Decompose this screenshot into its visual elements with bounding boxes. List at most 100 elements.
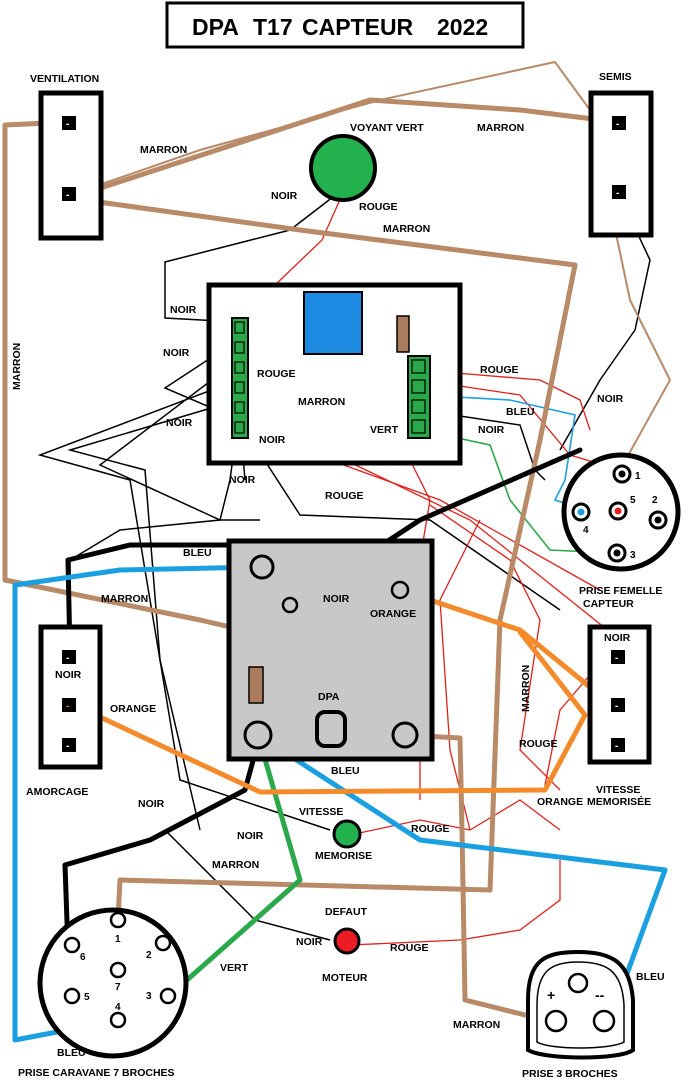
svg-text:-: - — [66, 701, 69, 712]
wire-orange-amorcage — [67, 629, 588, 795]
label-noir-3: NOIR — [163, 347, 190, 359]
wire-labels: MARRON MARRON MARRON MARRON MARRON MARRO… — [11, 122, 665, 1059]
vitesse-memorisee-switch: - - - VITESSE MEMORISÉE — [587, 624, 652, 808]
label-vitesse-memorisee-1: VITESSE — [596, 784, 640, 796]
label-marron-5: MARRON — [101, 593, 148, 605]
label-prise-caravane: PRISE CARAVANE 7 BROCHES — [18, 1067, 175, 1079]
label-noir-6: NOIR — [229, 474, 256, 486]
wire-bleu-prise3 — [255, 732, 668, 1023]
label-vert-1: VERT — [370, 424, 399, 436]
wire-noir-6 — [244, 429, 561, 611]
label-orange-3: ORANGE — [537, 796, 583, 808]
label-rouge-2: ROUGE — [257, 368, 296, 380]
wire-marron-main — [67, 97, 621, 201]
semis-switch: - - SEMIS — [588, 71, 654, 238]
label-noir-11: NOIR — [604, 632, 631, 644]
capteur-pin-4: 4 — [583, 525, 589, 536]
left-terminal-strip — [231, 317, 249, 439]
label-noir-1: NOIR — [271, 190, 298, 202]
label-noir-2: NOIR — [170, 304, 197, 316]
svg-text:-: - — [615, 653, 618, 664]
label-rouge-5: ROUGE — [519, 738, 558, 750]
title-box: DPA T17 CAPTEUR 2022 — [165, 1, 525, 49]
label-bleu-3: BLEU — [331, 765, 360, 777]
title-year: 2022 — [437, 14, 488, 40]
label-voyant-vert: VOYANT VERT — [350, 122, 424, 134]
caravane-pin-1: 1 — [115, 934, 121, 945]
label-noir-14: NOIR — [296, 936, 323, 948]
caravane-pin-6: 6 — [80, 952, 86, 963]
wire-rouge-4 — [419, 369, 591, 431]
label-noir-10: NOIR — [55, 669, 82, 681]
vitesse-memorise-led: VITESSE MEMORISE — [299, 806, 372, 862]
label-noir-9: NOIR — [323, 593, 350, 605]
label-rouge-1: ROUGE — [359, 201, 398, 213]
right-terminal-strip — [407, 355, 431, 439]
label-rouge-3: ROUGE — [480, 364, 519, 376]
wire-noir-caravane — [62, 732, 263, 953]
label-noir-13: NOIR — [237, 830, 264, 842]
prise-femelle-capteur: 1 2 3 4 5 PRISE FEMELLE CAPTEUR — [561, 452, 681, 610]
svg-text:-: - — [615, 701, 618, 712]
svg-text:-: - — [66, 119, 69, 130]
label-marron-7: MARRON — [453, 1019, 500, 1031]
caravane-pin-5: 5 — [84, 992, 90, 1003]
wire-rouge-6 — [429, 504, 561, 791]
label-bleu-4: BLEU — [636, 971, 665, 983]
svg-text:-: - — [616, 119, 619, 130]
label-noir-8: NOIR — [597, 393, 624, 405]
wire-bleu-capteur — [419, 394, 581, 509]
thick-wires — [2, 97, 668, 1043]
caravane-pin-2: 2 — [146, 950, 152, 961]
svg-text:-: - — [615, 741, 618, 752]
svg-text:-: - — [66, 653, 69, 664]
wire-noir-capteur — [419, 409, 546, 481]
label-marron-2: MARRON — [477, 122, 524, 134]
dpa-module: DPA — [226, 538, 435, 762]
label-marron-3: MARRON — [383, 223, 430, 235]
label-marron-vertical-left: MARRON — [11, 343, 23, 390]
svg-text:-: - — [616, 188, 619, 199]
capteur-pin-5: 5 — [630, 495, 636, 506]
label-semis: SEMIS — [599, 71, 632, 83]
label-noir-7: NOIR — [478, 424, 505, 436]
amorcage-switch: - - - AMORCAGE — [26, 624, 103, 798]
wire-vert-caravane — [167, 732, 303, 998]
title-capteur: CAPTEUR — [302, 14, 414, 40]
voyant-vert-led: VOYANT VERT — [309, 122, 424, 202]
capteur-pin-2: 2 — [652, 495, 658, 506]
caravane-pin-3: 3 — [146, 991, 152, 1002]
wire-marron-long — [67, 195, 578, 923]
label-defaut: DEFAUT — [325, 906, 368, 918]
prise-3-broches: + -- PRISE 3 BROCHES — [522, 949, 635, 1080]
label-bleu-5: BLEU — [57, 1047, 86, 1059]
defaut-led: DEFAUT MOTEUR — [322, 906, 368, 984]
label-capteur: CAPTEUR — [583, 598, 634, 610]
capteur-pin-1: 1 — [635, 471, 641, 482]
wire-noir-2 — [98, 359, 260, 521]
label-marron-vertical-right: MARRON — [520, 665, 532, 712]
wire-marron-prise3 — [402, 732, 548, 1023]
label-noir-12: NOIR — [138, 798, 165, 810]
label-prise-femelle: PRISE FEMELLE — [579, 585, 662, 597]
wire-noir-amorcage — [65, 542, 238, 658]
prise3-plus: + — [547, 987, 555, 1003]
caravane-pin-7: 7 — [115, 982, 121, 993]
title-t17: T17 — [253, 14, 293, 40]
prise-caravane-7-broches: 1 2 3 4 5 6 7 PRISE CARAVANE 7 BROCHES — [18, 907, 189, 1079]
label-ventilation: VENTILATION — [30, 73, 99, 85]
wire-vert-capteur — [419, 429, 613, 554]
wire-marron-semis — [69, 60, 672, 471]
title-dpa: DPA — [192, 14, 239, 40]
label-bleu-2: BLEU — [183, 547, 212, 559]
label-rouge-4: ROUGE — [325, 490, 364, 502]
wire-rouge-9 — [349, 860, 561, 946]
svg-text:-: - — [66, 190, 69, 201]
svg-text:-: - — [66, 741, 69, 752]
wire-noir-voyant — [164, 189, 343, 323]
label-rouge-7: ROUGE — [390, 942, 429, 954]
wire-rouge-7 — [439, 519, 481, 831]
capteur-pin-3: 3 — [630, 550, 636, 561]
label-marron-4: MARRON — [298, 396, 345, 408]
label-bleu-1: BLEU — [506, 406, 535, 418]
